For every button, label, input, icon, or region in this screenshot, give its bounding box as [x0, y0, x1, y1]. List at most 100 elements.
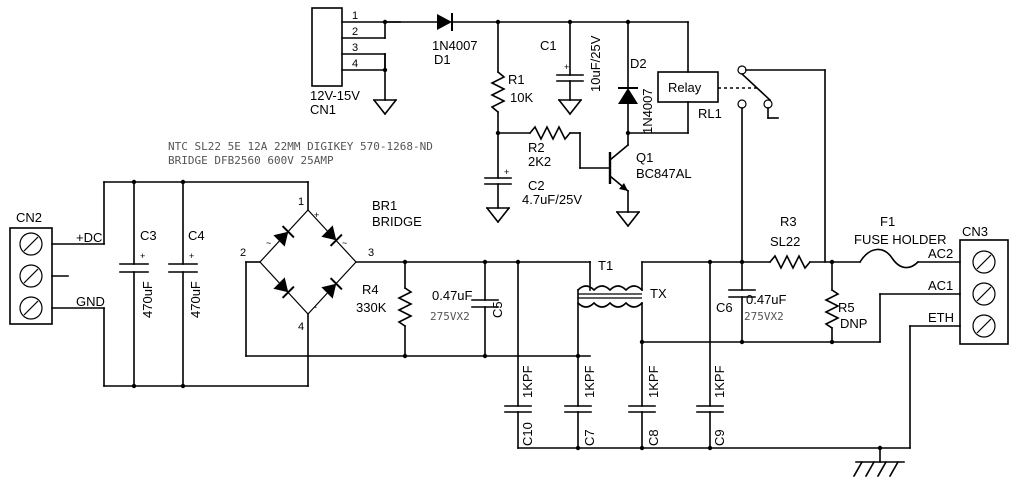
d1-diode: 1N4007 D1: [384, 13, 689, 67]
c6-capacitor: C6 0.47uF 275VX2: [716, 261, 787, 343]
note-ntc: NTC SL22 5E 12A 22MM DIGIKEY 570-1268-ND: [168, 140, 433, 153]
d2-ref: D2: [630, 56, 647, 71]
r3-value: SL22: [770, 234, 800, 249]
c10-value: 1KPF: [520, 365, 535, 398]
r1-value: 10K: [510, 90, 533, 105]
cn1-pin4: 4: [352, 58, 358, 70]
c7-ref: C7: [582, 429, 597, 446]
cn1-pin2: 2: [352, 26, 358, 38]
br1-pin2: 2: [240, 247, 246, 259]
c9-value: 1KPF: [712, 365, 727, 398]
q1-value: BC847AL: [636, 166, 692, 181]
c2-capacitor: + C2 4.7uF/25V: [484, 167, 582, 223]
f1-value: FUSE HOLDER: [854, 232, 946, 247]
earth-ground-symbol: [852, 447, 905, 478]
br1-ref: BR1: [372, 198, 397, 213]
cn3-pin-ac2: AC2: [928, 246, 953, 261]
br1-pin1: 1: [298, 196, 304, 208]
c6-rating: 275VX2: [744, 310, 784, 323]
relay-ref: RL1: [698, 106, 722, 121]
c4-polarity: +: [189, 251, 194, 261]
cn2-ref: CN2: [16, 210, 42, 225]
cn3-ref: CN3: [962, 224, 988, 239]
d2-diode: D2 1N4007: [618, 19, 655, 136]
c5-value: 0.47uF: [432, 288, 473, 303]
c8-ref: C8: [646, 429, 661, 446]
br1-ac1: ~: [266, 238, 271, 248]
r5-resistor: R5 DNP: [824, 261, 867, 343]
c5-capacitor: 0.47uF 275VX2 C5: [430, 261, 505, 357]
f1-ref: F1: [880, 214, 895, 229]
cn3-connector: CN3 AC2 AC1 ETH: [879, 224, 1009, 449]
cn1-value: 12V-15V: [310, 88, 360, 103]
c9-ref: C9: [712, 429, 727, 446]
r2-value: 2K2: [528, 154, 551, 169]
r2-resistor: R2 2K2: [497, 125, 611, 169]
cn1-pin1: 1: [352, 10, 358, 22]
d2-value: 1N4007: [640, 88, 655, 134]
br1-bridge: 1 2 3 4 + ~ ~ - BR1 BRIDGE: [240, 181, 422, 387]
note-bridge: BRIDGE DFB2560 600V 25AMP: [168, 154, 334, 167]
c2-value: 4.7uF/25V: [522, 192, 582, 207]
c3-value: 470uF: [140, 281, 155, 318]
c3-polarity: +: [140, 251, 145, 261]
c9-capacitor: 1KPF C9: [696, 261, 727, 449]
cn1-ref: CN1: [310, 102, 336, 117]
r1-ref: R1: [508, 72, 525, 87]
br1-minus: -: [314, 302, 317, 312]
c2-ref: C2: [528, 178, 545, 193]
relay-label: Relay: [668, 80, 702, 95]
cn1-connector: 1 2 3 4 12V-15V CN1: [310, 7, 401, 117]
br1-plus: +: [314, 210, 319, 220]
c8-capacitor: 1KPF C8: [628, 341, 661, 449]
c10-capacitor: 1KPF C10: [504, 261, 535, 449]
c4-capacitor: + C4 470uF: [168, 181, 205, 387]
c3-ref: C3: [140, 228, 157, 243]
r1-resistor: R1 10K: [490, 19, 533, 179]
c1-value: 10uF/25V: [588, 35, 603, 92]
c5-ref: C5: [490, 301, 505, 318]
t1-value: TX: [650, 286, 667, 301]
c7-capacitor: 1KPF C7: [564, 355, 597, 449]
c5-rating: 275VX2: [430, 310, 470, 323]
r3-ref: R3: [780, 214, 797, 229]
f1-fuse: F1 FUSE HOLDER: [854, 214, 961, 269]
c1-polarity: +: [564, 62, 569, 72]
r2-ref: R2: [528, 140, 545, 155]
c4-value: 470uF: [188, 281, 203, 318]
c8-value: 1KPF: [646, 365, 661, 398]
d1-value: 1N4007: [432, 38, 478, 53]
br1-value: BRIDGE: [372, 214, 422, 229]
cn2-pin-gnd: GND: [76, 294, 105, 309]
d1-ref: D1: [434, 52, 451, 67]
t1-ref: T1: [598, 258, 613, 273]
q1-transistor: Q1 BC847AL: [608, 132, 692, 227]
cn3-pin-eth: ETH: [928, 310, 954, 325]
r5-value: DNP: [840, 316, 867, 331]
c1-capacitor: + C1 10uF/25V: [540, 19, 603, 115]
q1-ref: Q1: [636, 150, 653, 165]
cn1-pin3: 3: [352, 42, 358, 54]
r5-ref: R5: [838, 300, 855, 315]
br1-pin4: 4: [298, 321, 304, 333]
c2-polarity: +: [504, 167, 509, 177]
c6-ref: C6: [716, 300, 733, 315]
br1-ac2: ~: [342, 238, 347, 248]
r4-resistor: R4 330K: [356, 261, 413, 357]
c4-ref: C4: [188, 228, 205, 243]
r4-value: 330K: [356, 300, 387, 315]
r3-resistor: R3 SL22: [768, 214, 861, 270]
cn2-pin-dc: +DC: [76, 230, 102, 245]
c3-capacitor: + C3 470uF: [119, 181, 157, 387]
br1-pin3: 3: [368, 247, 374, 259]
r4-ref: R4: [362, 282, 379, 297]
c6-value: 0.47uF: [746, 292, 787, 307]
t1-transformer: T1 TX: [576, 258, 711, 357]
relay-rl1: Relay RL1: [627, 21, 826, 263]
cn2-connector: CN2 +DC GND: [9, 181, 105, 387]
c1-ref: C1: [540, 38, 557, 53]
c7-value: 1KPF: [582, 365, 597, 398]
c10-ref: C10: [520, 422, 535, 446]
cn3-pin-ac1: AC1: [928, 278, 953, 293]
